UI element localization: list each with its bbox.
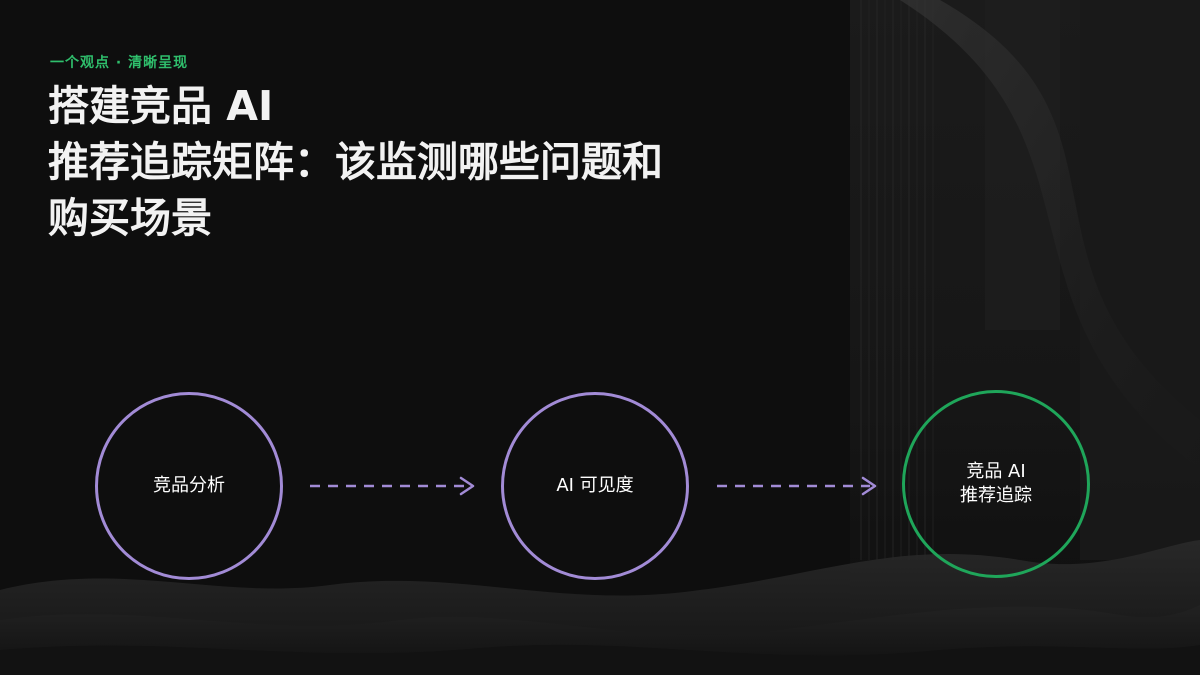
page-title: 搭建竞品 AI 推荐追踪矩阵：该监测哪些问题和 购买场景 [48, 78, 808, 246]
flow-node-label: 竞品 AI 推荐追踪 [960, 461, 1032, 506]
flow-node-ai-visibility: AI 可见度 [501, 392, 689, 580]
flow-node-competitor-analysis: 竞品分析 [95, 392, 283, 580]
eyebrow-label: 一个观点 · 清晰呈现 [50, 55, 189, 71]
title-line-1: 搭建竞品 AI [48, 82, 274, 130]
arrow-1 [310, 476, 475, 496]
tower-stripes [860, 0, 934, 560]
flow-node-ai-tracking: 竞品 AI 推荐追踪 [902, 390, 1090, 578]
flow-node-label: AI 可见度 [556, 475, 634, 496]
title-line-3: 购买场景 [48, 194, 212, 242]
flow-node-label: 竞品分析 [153, 475, 225, 496]
title-line-2: 推荐追踪矩阵：该监测哪些问题和 [48, 138, 663, 186]
arrow-2 [717, 476, 877, 496]
